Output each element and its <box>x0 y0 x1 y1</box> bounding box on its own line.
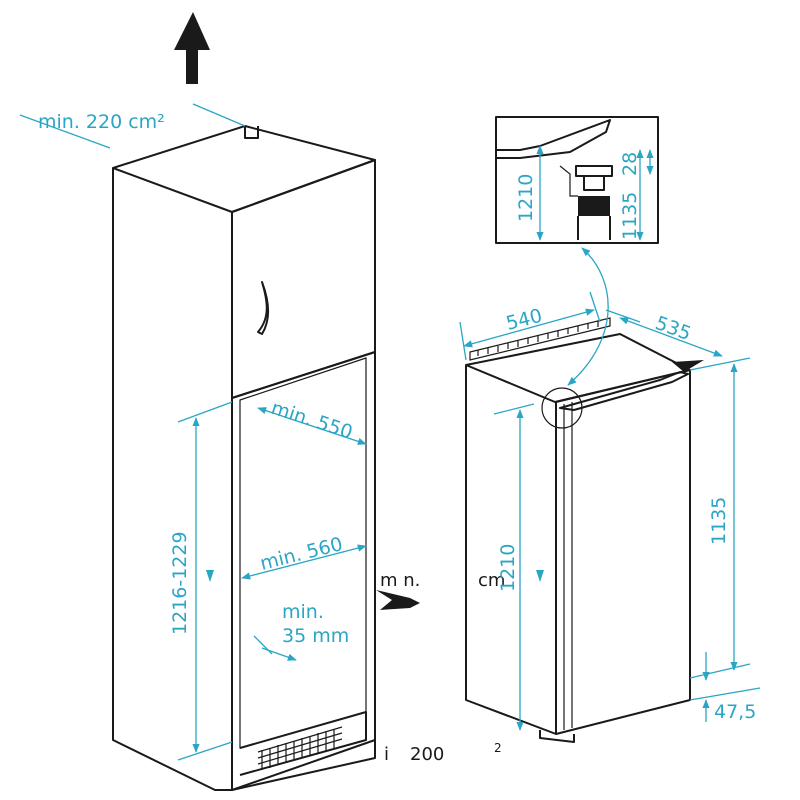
vent-top-leaders <box>19 103 246 149</box>
fridge-height-side-dimension <box>689 357 751 679</box>
detail-link-arrow <box>567 247 609 386</box>
arrow-right-icon <box>376 590 420 610</box>
label-vent-bottom-c: 2 <box>494 741 502 755</box>
fridge-front <box>555 369 691 735</box>
plinth <box>239 711 367 776</box>
label-gap-min: min. <box>282 601 324 623</box>
label-detail-1135: 1135 <box>619 192 641 240</box>
label-vent-bottom-a: i <box>384 744 389 765</box>
label-fridge-height-front: 1210 <box>497 544 519 592</box>
label-vent-bottom-b: 200 <box>410 744 444 765</box>
fridge-top-trim <box>559 371 689 411</box>
label-fridge-height-side: 1135 <box>708 497 730 545</box>
label-gap-35mm: 35 mm <box>282 625 349 647</box>
detail-dimensions <box>536 145 654 241</box>
fridge-door-edge <box>563 402 573 730</box>
fridge-bracket <box>672 360 704 372</box>
label-niche-height: 1216-1229 <box>169 531 191 635</box>
label-vent-side-a: m n. <box>380 570 420 591</box>
fridge <box>465 317 704 743</box>
fridge-height-front-dimension <box>493 403 544 731</box>
fridge-width-dimension <box>459 291 601 361</box>
label-detail-28: 28 <box>619 152 641 176</box>
label-vent-top: min. 220 cm² <box>38 111 165 133</box>
fridge-foot <box>539 730 575 743</box>
gap-dimension <box>253 635 297 661</box>
hinge-detail-inset <box>495 116 659 244</box>
arrow-up-icon <box>174 12 210 84</box>
label-width-min: min. 560 <box>258 533 345 575</box>
detail-frame <box>495 116 659 244</box>
cabinet-side <box>112 168 233 791</box>
fridge-side <box>465 365 557 735</box>
label-fridge-width: 540 <box>504 305 545 335</box>
detail-pin <box>575 165 613 177</box>
hinge-callout-circle <box>541 387 583 429</box>
fridge-depth-dimension <box>605 309 723 357</box>
detail-top-panel <box>496 119 611 159</box>
vent-grille <box>257 726 343 770</box>
niche-opening <box>231 351 376 791</box>
cabinet-front-edge <box>231 160 376 791</box>
detail-hinge-block <box>578 196 610 216</box>
label-fridge-depth: 535 <box>652 312 694 345</box>
depth-dimension <box>257 407 367 445</box>
cabinet-top <box>112 125 376 213</box>
label-fridge-base: 47,5 <box>714 701 756 723</box>
cabinet <box>112 125 376 791</box>
label-vent-side-b: cm <box>478 570 505 591</box>
width-dimension <box>241 544 367 580</box>
label-depth-min: min. 550 <box>268 397 355 444</box>
niche-height-dimension <box>177 401 233 761</box>
door-handle <box>257 281 269 335</box>
cabinet-top-back <box>244 126 259 139</box>
fridge-base-dimension <box>689 652 761 722</box>
label-detail-1210: 1210 <box>515 174 537 222</box>
